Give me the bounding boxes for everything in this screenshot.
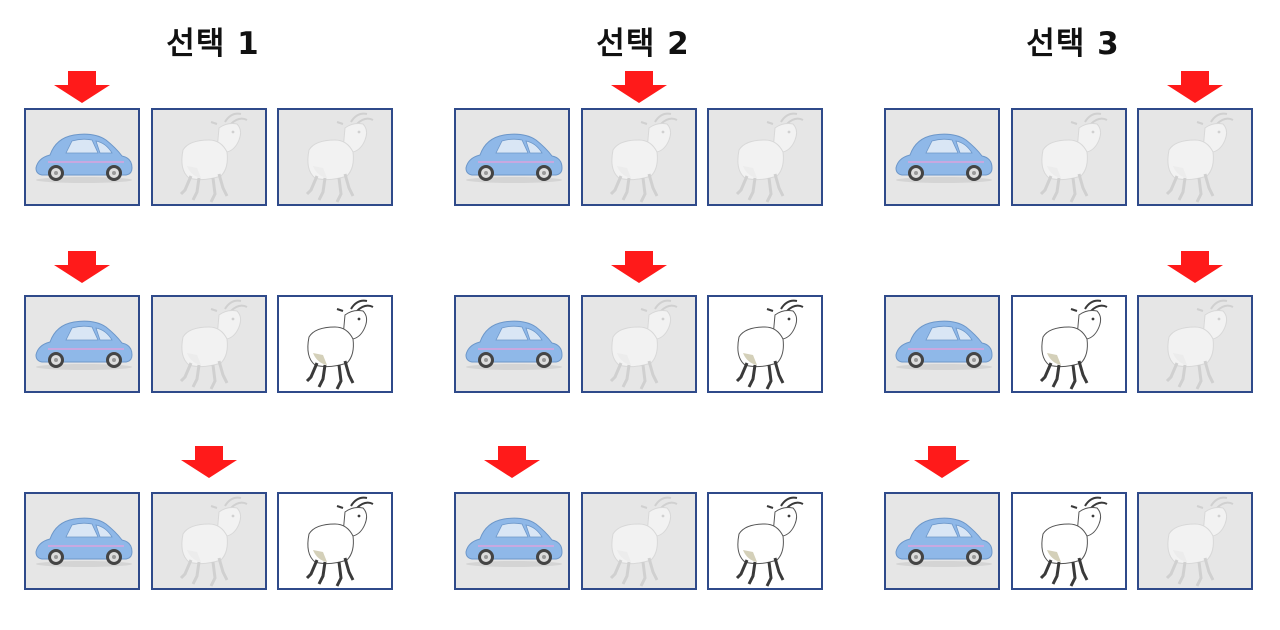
door [581, 108, 697, 206]
car-icon [35, 133, 133, 183]
revealed-goat-icon [1039, 496, 1108, 587]
door-revealed [707, 295, 823, 393]
goat-icon [735, 112, 804, 203]
door [24, 108, 140, 206]
car-icon [465, 320, 563, 370]
goat-icon [1039, 112, 1108, 203]
car-icon [895, 517, 993, 567]
choice-2-title: 선택 2 [596, 26, 690, 62]
choice-1-title: 선택 1 [166, 26, 260, 62]
door [884, 492, 1000, 590]
revealed-goat-icon [735, 299, 804, 390]
down-arrow-icon [914, 446, 970, 478]
door [884, 295, 1000, 393]
car-icon [895, 320, 993, 370]
down-arrow-icon [611, 71, 667, 103]
door [707, 108, 823, 206]
selection-arrow [484, 446, 540, 478]
door-revealed [707, 492, 823, 590]
door [884, 108, 1000, 206]
choice-3-title: 선택 3 [1026, 26, 1120, 62]
door [454, 108, 570, 206]
revealed-goat-icon [1039, 299, 1108, 390]
revealed-goat-icon [735, 496, 804, 587]
car-icon [35, 517, 133, 567]
door-revealed [1011, 492, 1127, 590]
door [454, 295, 570, 393]
goat-icon [179, 496, 248, 587]
door [151, 492, 267, 590]
revealed-goat-icon [305, 299, 374, 390]
selection-arrow [54, 71, 110, 103]
goat-icon [1165, 112, 1234, 203]
goat-icon [1165, 299, 1234, 390]
selection-arrow [1167, 251, 1223, 283]
selection-arrow [611, 251, 667, 283]
goat-icon [179, 112, 248, 203]
goat-icon [609, 112, 678, 203]
revealed-goat-icon [305, 496, 374, 587]
door [24, 492, 140, 590]
door [151, 108, 267, 206]
door [581, 492, 697, 590]
selection-arrow [54, 251, 110, 283]
car-icon [35, 320, 133, 370]
car-icon [465, 517, 563, 567]
down-arrow-icon [484, 446, 540, 478]
door [1137, 295, 1253, 393]
down-arrow-icon [1167, 251, 1223, 283]
car-icon [465, 133, 563, 183]
selection-arrow [914, 446, 970, 478]
goat-icon [609, 299, 678, 390]
door-revealed [277, 492, 393, 590]
selection-arrow [611, 71, 667, 103]
door-revealed [1011, 295, 1127, 393]
down-arrow-icon [1167, 71, 1223, 103]
car-icon [895, 133, 993, 183]
door [277, 108, 393, 206]
down-arrow-icon [54, 251, 110, 283]
door [581, 295, 697, 393]
goat-icon [1165, 496, 1234, 587]
door [24, 295, 140, 393]
selection-arrow [1167, 71, 1223, 103]
door [1137, 492, 1253, 590]
down-arrow-icon [181, 446, 237, 478]
door-revealed [277, 295, 393, 393]
door [1137, 108, 1253, 206]
goat-icon [179, 299, 248, 390]
door [151, 295, 267, 393]
door [1011, 108, 1127, 206]
down-arrow-icon [54, 71, 110, 103]
goat-icon [609, 496, 678, 587]
down-arrow-icon [611, 251, 667, 283]
door [454, 492, 570, 590]
goat-icon [305, 112, 374, 203]
selection-arrow [181, 446, 237, 478]
